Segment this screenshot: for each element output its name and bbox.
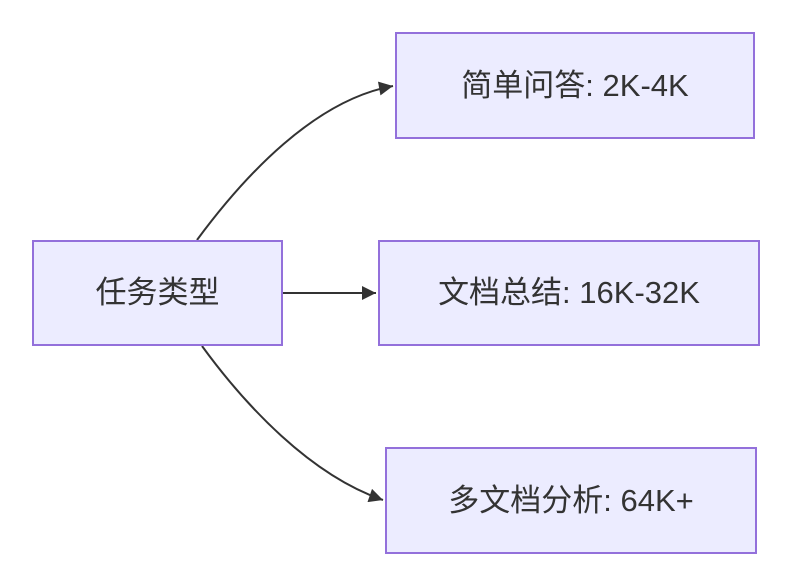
node-doc-summary-label: 文档总结: 16K-32K [438, 275, 700, 311]
node-simple-qa: 简单问答: 2K-4K [395, 32, 755, 139]
edge-arrow-to-multi-doc [201, 345, 384, 503]
node-task-type-label: 任务类型 [95, 275, 220, 311]
edge-arrow-to-simple-qa [196, 81, 394, 241]
node-simple-qa-label: 简单问答: 2K-4K [461, 67, 689, 103]
node-multi-doc-label: 多文档分析: 64K+ [448, 482, 694, 518]
node-multi-doc: 多文档分析: 64K+ [385, 447, 757, 554]
node-doc-summary: 文档总结: 16K-32K [378, 240, 760, 346]
node-task-type: 任务类型 [32, 240, 283, 346]
